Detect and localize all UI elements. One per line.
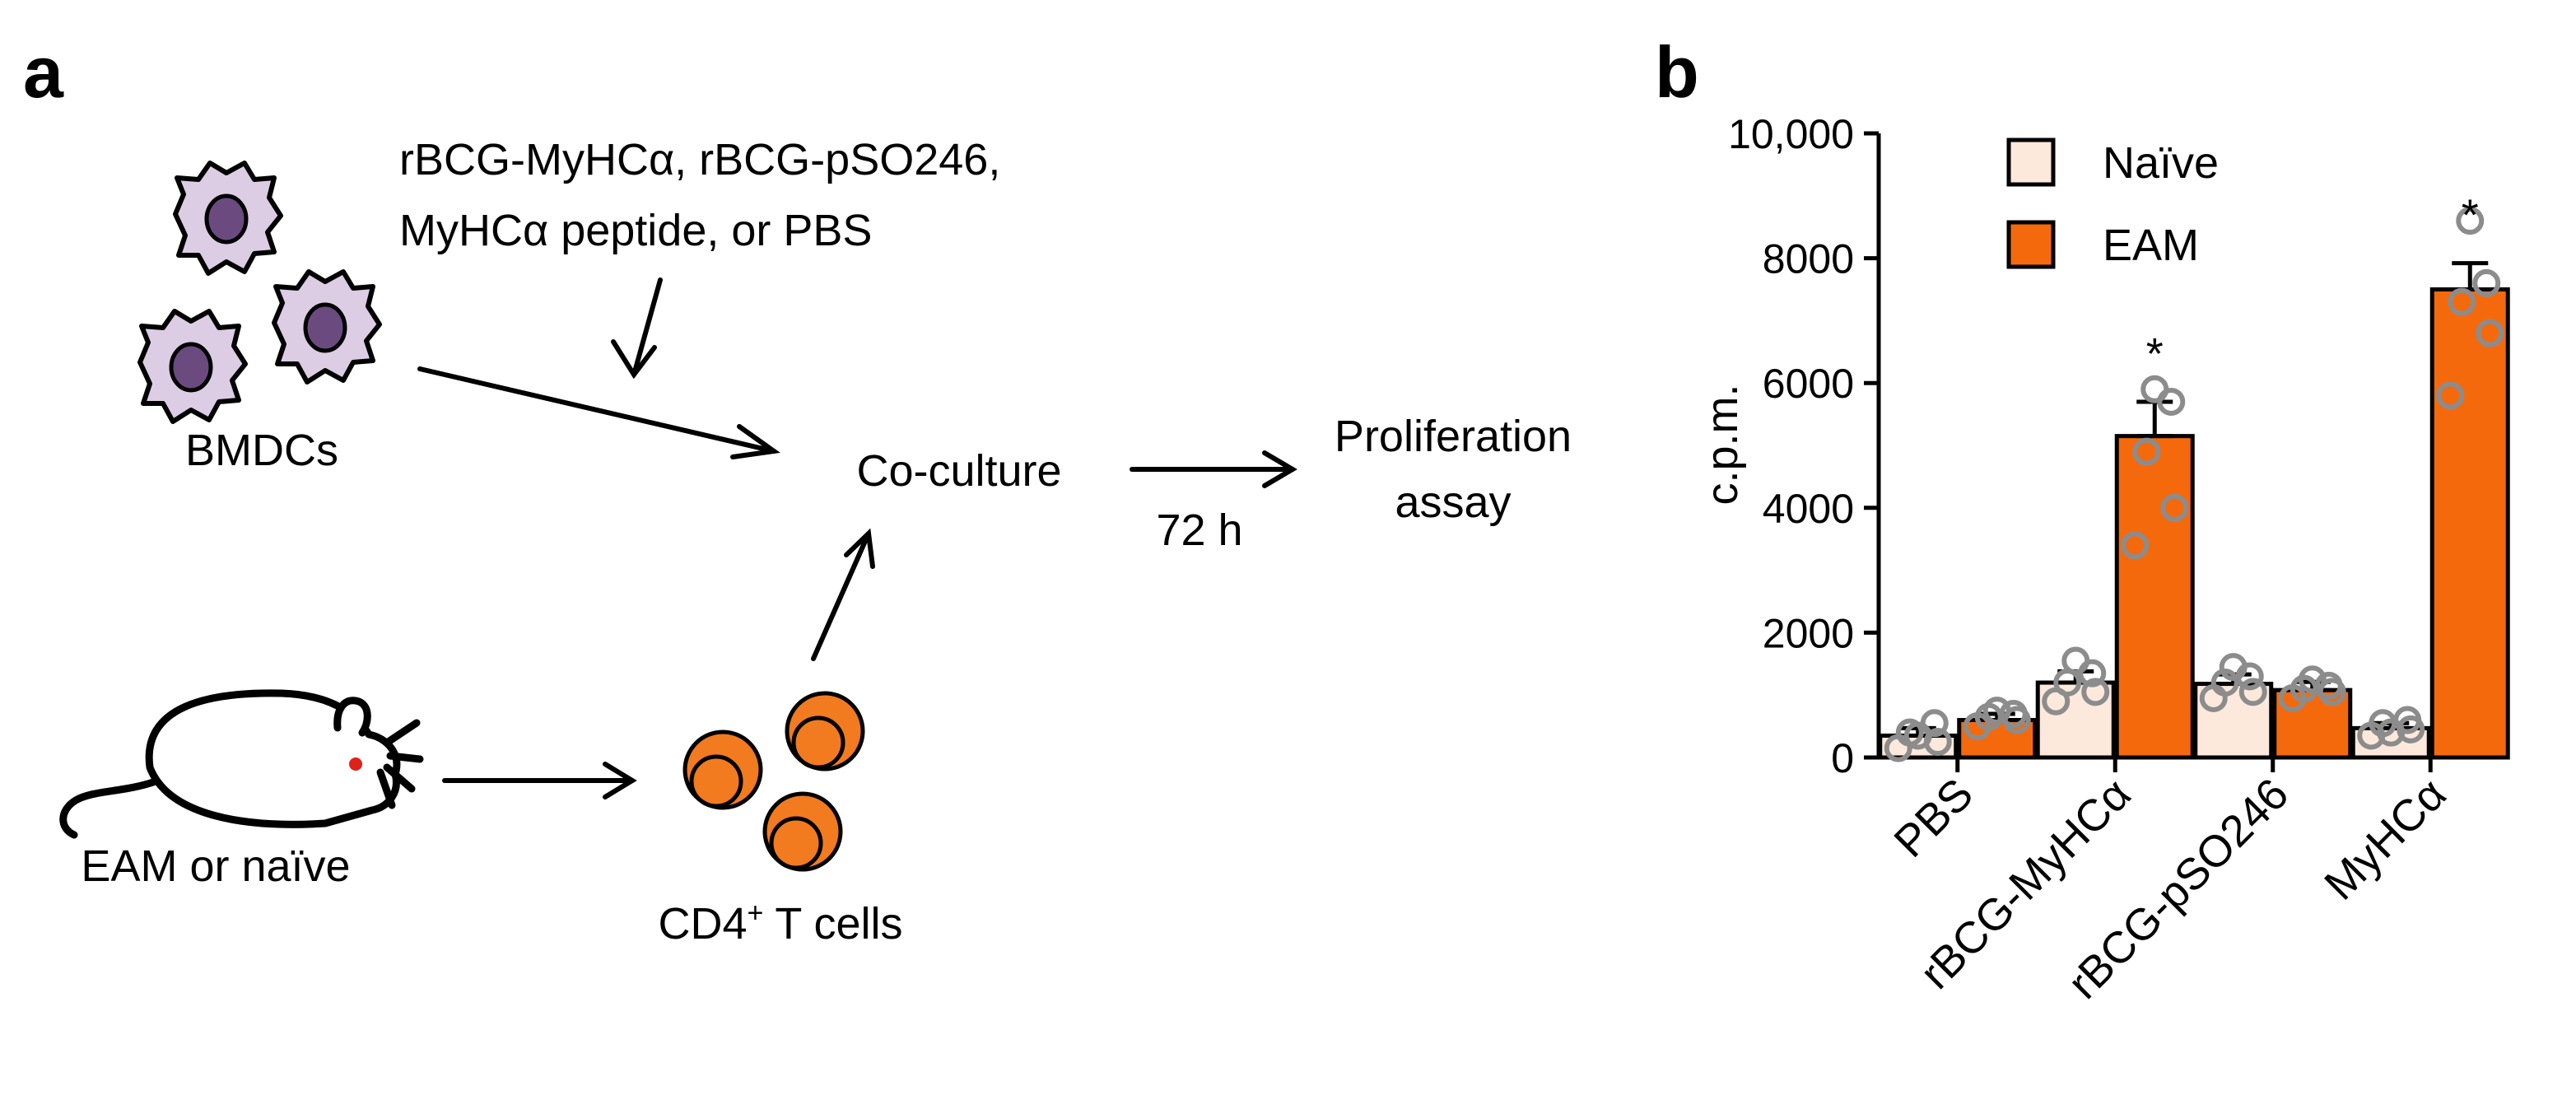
bar-naive [2193, 682, 2274, 760]
data-point [1982, 697, 2011, 725]
data-point [2219, 653, 2248, 682]
arrow-tcells-to-coculture [811, 528, 875, 661]
data-point [1903, 721, 1932, 750]
y-tick-label: 6000 [1763, 361, 1854, 407]
mouse-label: EAM or naïve [81, 841, 350, 891]
bar-eam [2114, 434, 2195, 760]
y-tick-label: 0 [1831, 735, 1854, 781]
significance-star: * [2146, 329, 2164, 379]
data-point [2448, 287, 2476, 316]
legend-label-eam: EAM [2103, 221, 2199, 270]
legend-swatch-eam [2006, 220, 2056, 269]
legend-label-naive: Naïve [2103, 138, 2219, 188]
panel-a: a BMDCs rBCG-MyHCα, rBCG-pSO246, MyHCα p… [23, 31, 1572, 949]
significance-star: * [2462, 191, 2479, 240]
y-axis-title: c.p.m. [1698, 384, 1747, 505]
bmdc-cell [272, 269, 382, 385]
data-point [2132, 437, 2161, 466]
y-tick-label: 10,000 [1728, 111, 1854, 157]
panel-b: b c.p.m. 0200040006000800010,000PBS*rBCG… [1655, 31, 2510, 1009]
treatment-line-1: rBCG-MyHCα, rBCG-pSO246, [399, 135, 1000, 184]
tcell-label: CD4+ T cells [659, 897, 903, 949]
t-cell [762, 791, 843, 872]
y-tick-label: 2000 [1763, 610, 1854, 656]
x-tick-label: PBS [1884, 769, 1982, 867]
assay-label-line-1: Proliferation [1335, 412, 1572, 461]
y-tick-label: 4000 [1763, 486, 1854, 532]
data-point [2121, 531, 2150, 560]
bmdc-cell [173, 161, 283, 276]
data-point [2081, 678, 2110, 706]
arrow-coculture-to-assay [1130, 450, 1297, 488]
data-point [2377, 718, 2406, 747]
data-point [2436, 381, 2465, 410]
data-point [2061, 646, 2090, 675]
bmdc-label: BMDCs [185, 426, 338, 475]
panel-a-label: a [23, 31, 64, 113]
duration-label: 72 h [1156, 506, 1242, 555]
x-tick-label: MyHCα [2315, 769, 2456, 910]
legend-swatch-naive [2006, 138, 2056, 187]
data-point [2160, 493, 2189, 522]
y-tick-label: 8000 [1763, 236, 1854, 282]
data-point [2314, 671, 2343, 700]
t-cell [785, 691, 865, 771]
data-point [2140, 375, 2169, 403]
t-cell [682, 729, 763, 810]
arrow-mouse-to-tcells [442, 762, 637, 799]
arrow-bmdc-to-coculture [417, 366, 780, 459]
bar-chart: 0200040006000800010,000PBS*rBCG-MyHCαrBC… [1728, 111, 2510, 1009]
tcell-label-sup: + [748, 897, 764, 929]
tcell-label-base: CD4 [659, 899, 748, 949]
coculture-label: Co-culture [856, 446, 1061, 496]
data-point [1999, 699, 2028, 728]
arrow-treatment-down [611, 277, 663, 380]
treatment-line-2: MyHCα peptide, or PBS [399, 206, 872, 255]
tcell-label-rest: T cells [763, 899, 902, 949]
bar-eam [2429, 287, 2510, 760]
mouse-illustration [59, 689, 424, 839]
assay-label-line-2: assay [1395, 478, 1511, 527]
data-point [2476, 319, 2504, 347]
bmdc-cell [137, 309, 248, 424]
data-point [2238, 678, 2267, 706]
data-point [2472, 268, 2501, 297]
data-point [2456, 207, 2485, 235]
data-point [2298, 665, 2327, 694]
panel-b-label: b [1655, 31, 1699, 113]
